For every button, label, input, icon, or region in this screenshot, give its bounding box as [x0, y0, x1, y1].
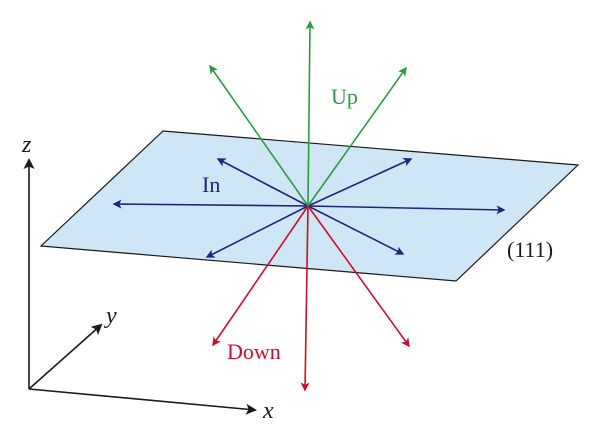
coordinate-axes	[23, 158, 257, 415]
up-arrow-right	[307, 66, 407, 207]
in-arrow-upper-right	[307, 158, 413, 207]
in-label: In	[202, 172, 220, 197]
z-axis-label: z	[21, 132, 32, 158]
up-arrow-center	[305, 20, 315, 207]
down-arrow-center	[300, 205, 310, 392]
up-arrows	[209, 20, 407, 207]
crystal-plane-outline	[39, 130, 580, 282]
plane-label: (111)	[507, 237, 553, 262]
in-arrow-right	[307, 205, 506, 215]
in-arrow-left	[112, 199, 309, 209]
y-axis	[28, 323, 103, 390]
down-arrow-right	[307, 205, 410, 348]
up-arrow-left	[209, 64, 309, 207]
x-axis-label: x	[262, 398, 274, 424]
down-arrows	[212, 205, 410, 392]
in-arrow-lower-right	[307, 205, 405, 255]
in-arrow-lower-left	[205, 205, 309, 258]
in-arrows	[112, 158, 506, 258]
down-label: Down	[227, 339, 281, 364]
in-arrow-upper-left	[216, 158, 309, 207]
down-arrow-left	[212, 205, 309, 347]
up-label: Up	[331, 84, 358, 109]
y-axis-label: y	[104, 303, 117, 329]
x-axis	[28, 388, 257, 415]
